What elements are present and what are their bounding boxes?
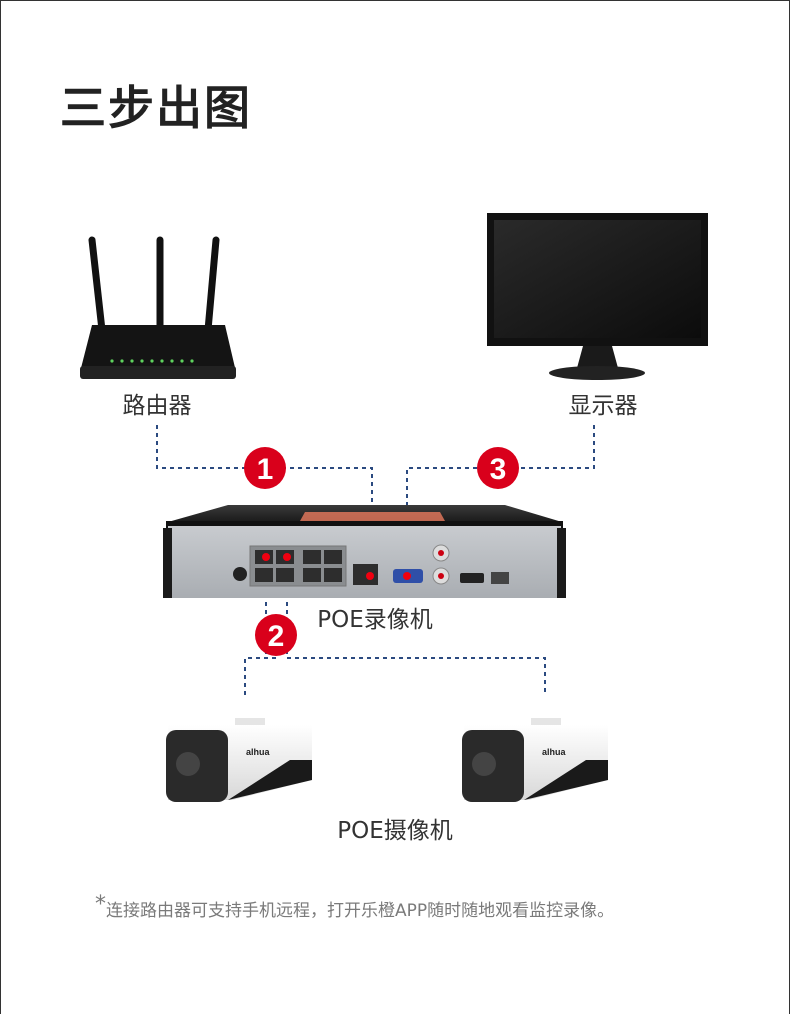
step-badge-2: 2 [255, 614, 297, 656]
monitor-image [487, 213, 708, 380]
nvr-image [163, 505, 566, 598]
footnote-mark: * [95, 892, 106, 917]
camera-image-right [462, 718, 608, 802]
svg-text:3: 3 [490, 453, 507, 486]
footnote: *连接路由器可支持手机远程，打开乐橙APP随时随地观看监控录像。 [95, 892, 615, 921]
camera-image-left [166, 718, 312, 802]
step-badge-1: 1 [244, 447, 286, 489]
step-badge-3: 3 [477, 447, 519, 489]
camera-label: POE摄像机 [337, 818, 453, 844]
monitor-label: 显示器 [568, 393, 638, 419]
router-label: 路由器 [122, 393, 192, 419]
nvr-label: POE录像机 [317, 607, 433, 633]
camera-brand-right: alhua [542, 747, 567, 757]
svg-text:2: 2 [268, 620, 285, 653]
nvr-to-camera-line-c [244, 657, 276, 695]
footnote-text: 连接路由器可支持手机远程，打开乐橙APP随时随地观看监控录像。 [106, 901, 615, 921]
svg-text:1: 1 [257, 453, 274, 486]
camera-brand-left: alhua [246, 747, 271, 757]
page-title: 三步出图 [60, 81, 252, 135]
router-image [80, 236, 236, 379]
